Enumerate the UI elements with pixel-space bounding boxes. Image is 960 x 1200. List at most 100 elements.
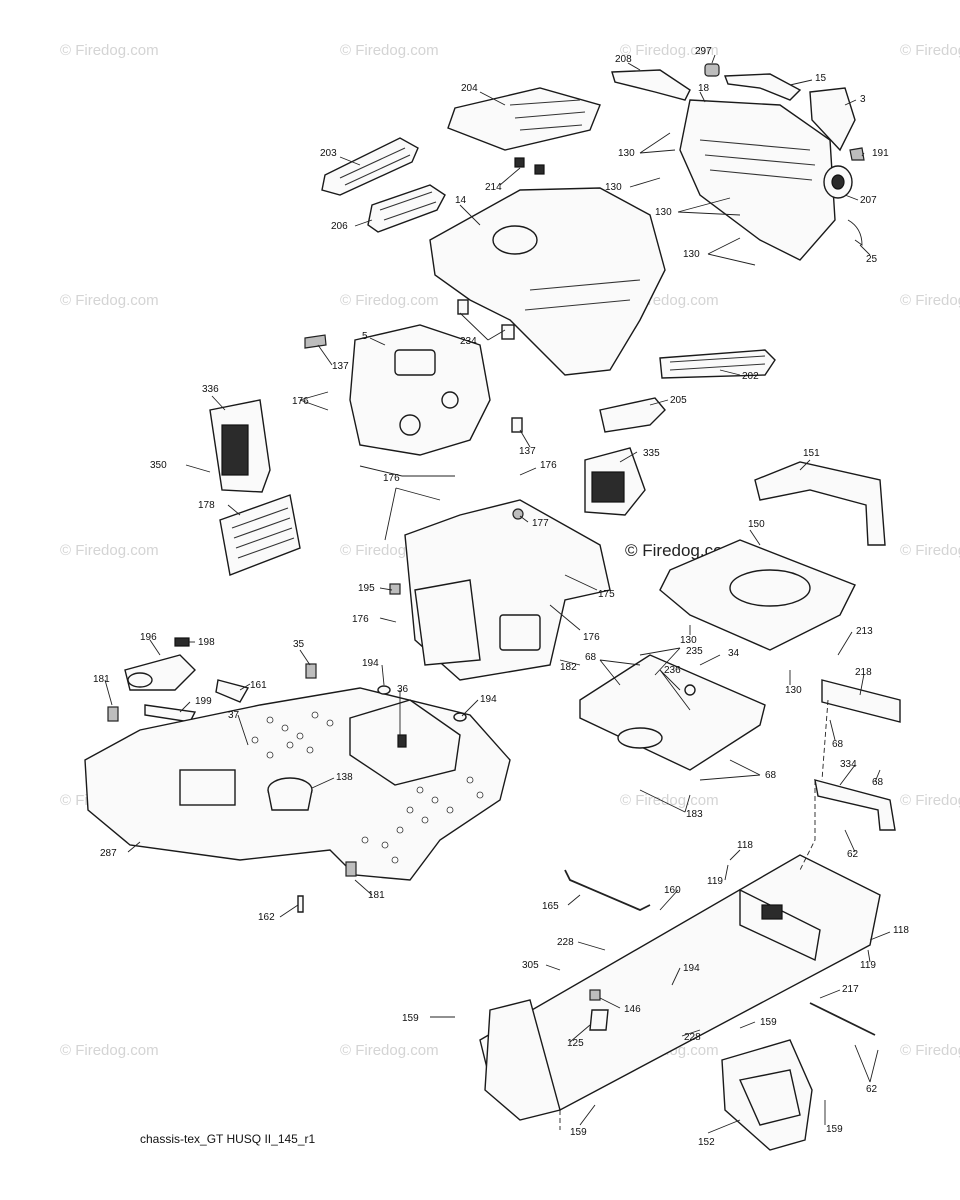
callout-161: 161 xyxy=(250,680,267,691)
watermark-text: © Firedog.com xyxy=(620,792,719,809)
part-160-front xyxy=(484,999,561,1121)
callouts: 297 208 204 15 18 3 130 203 191 214 130 … xyxy=(93,46,909,1148)
callout-130-4: 130 xyxy=(683,249,700,260)
callout-68-4: 68 xyxy=(872,777,884,788)
part-160-block xyxy=(761,904,783,920)
callout-194-3: 194 xyxy=(683,963,700,974)
part-5-knob xyxy=(399,414,421,436)
diagram-caption: chassis-tex_GT HUSQ II_145_r1 xyxy=(140,1132,316,1146)
callout-176-2: 176 xyxy=(540,460,557,471)
callout-130-2: 130 xyxy=(605,182,622,193)
callout-176-3: 176 xyxy=(383,473,400,484)
part-35-grommet xyxy=(305,663,317,679)
callout-119-2: 119 xyxy=(860,960,876,971)
callout-214: 214 xyxy=(485,182,502,193)
part-335-mesh xyxy=(591,471,625,503)
part-214-clip xyxy=(514,157,525,168)
part-205-grille xyxy=(599,397,666,433)
part-208-lens xyxy=(611,69,691,101)
callout-62-1: 62 xyxy=(847,849,859,860)
part-203-lines xyxy=(339,147,411,186)
part-5-dashboard xyxy=(349,324,491,456)
watermark-text: © Firedog.com xyxy=(340,1042,439,1059)
part-206-lines xyxy=(379,191,437,221)
callout-235: 235 xyxy=(686,646,703,657)
callout-152: 152 xyxy=(698,1137,715,1148)
callout-199: 199 xyxy=(195,696,212,707)
callout-176-4: 176 xyxy=(352,614,369,625)
callout-206: 206 xyxy=(331,221,348,232)
callout-159-1: 159 xyxy=(402,1013,419,1024)
callout-36: 36 xyxy=(397,684,409,695)
callout-25: 25 xyxy=(866,254,878,265)
part-182-panel xyxy=(499,614,541,651)
part-234-clip xyxy=(457,299,469,315)
part-37-opening xyxy=(179,769,236,806)
part-206-side-grille xyxy=(367,184,446,233)
part-15-strip xyxy=(724,73,802,101)
part-202-lines xyxy=(669,355,766,371)
callout-118-1: 118 xyxy=(737,840,753,851)
callout-159-4: 159 xyxy=(826,1124,843,1135)
callout-119-1: 119 xyxy=(707,876,723,887)
callout-177: 177 xyxy=(532,518,549,529)
watermark-text: © Firedog.com xyxy=(60,292,159,309)
part-181-screw xyxy=(345,861,357,877)
part-14-opening xyxy=(492,225,538,255)
callout-68-2: 68 xyxy=(832,739,844,750)
callout-176-5: 176 xyxy=(583,632,600,643)
part-196-cup xyxy=(127,672,153,688)
part-198-part xyxy=(174,637,190,647)
part-204-hood-top xyxy=(447,87,601,151)
part-150-opening xyxy=(729,569,811,607)
part-160-crossmember xyxy=(739,888,821,962)
callout-130-3: 130 xyxy=(655,207,672,218)
part-182-front-face xyxy=(414,579,481,666)
part-34-hole xyxy=(684,684,696,696)
callout-198: 198 xyxy=(198,637,215,648)
watermark-text: © Firedog.com xyxy=(900,542,960,559)
callout-194-2: 194 xyxy=(480,694,497,705)
callout-130-6: 130 xyxy=(785,685,802,696)
callout-228-1: 228 xyxy=(557,937,574,948)
callout-204: 204 xyxy=(461,83,478,94)
part-137-screw xyxy=(304,334,327,349)
part-178-slots xyxy=(231,507,295,559)
parts xyxy=(84,63,901,1151)
callout-34: 34 xyxy=(728,648,740,659)
part-297-clip xyxy=(704,63,720,77)
callout-287: 287 xyxy=(100,848,117,859)
part-181-screw xyxy=(107,706,119,722)
callout-175: 175 xyxy=(598,589,615,600)
watermark-text: © Firedog.com xyxy=(900,42,960,59)
callout-181-2: 181 xyxy=(368,890,385,901)
watermark-text: © Firedog.com xyxy=(340,42,439,59)
watermark-text: © Firedog.com xyxy=(900,792,960,809)
callout-18: 18 xyxy=(698,83,710,94)
watermark-text: © Firedog.com xyxy=(60,542,159,559)
callout-62-2: 62 xyxy=(866,1084,878,1095)
part-138-cup-body xyxy=(267,789,313,811)
callout-150: 150 xyxy=(748,519,765,530)
part-162-screw xyxy=(297,895,304,913)
callout-350: 350 xyxy=(150,460,167,471)
callout-118-2: 118 xyxy=(893,925,909,936)
part-207-lamp xyxy=(831,174,845,190)
watermark-text: © Firedog.com xyxy=(340,292,439,309)
callout-183: 183 xyxy=(686,809,703,820)
part-178-panel xyxy=(219,494,301,576)
part-195-plug xyxy=(389,583,401,595)
part-14-lines xyxy=(524,279,641,311)
callout-162: 162 xyxy=(258,912,275,923)
part-34-plate xyxy=(579,654,766,771)
callout-202: 202 xyxy=(742,371,759,382)
part-5-knob xyxy=(441,391,459,409)
callout-37: 37 xyxy=(228,710,240,721)
part-146-clip xyxy=(589,989,601,1001)
callout-5: 5 xyxy=(362,331,368,342)
callout-159-2: 159 xyxy=(760,1017,777,1028)
part-217-rod xyxy=(809,1002,876,1036)
callout-137-2: 137 xyxy=(519,446,536,457)
part-18-grille-lines xyxy=(699,139,816,181)
part-36-grommet xyxy=(397,734,407,748)
